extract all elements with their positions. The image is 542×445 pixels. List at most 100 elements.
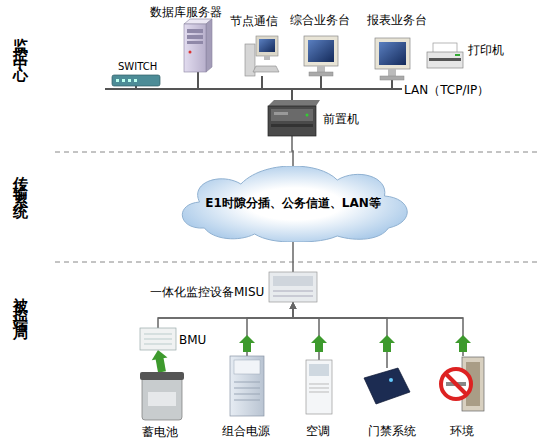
connector-path xyxy=(247,308,293,356)
connector-line xyxy=(290,302,464,356)
bmu-icon xyxy=(140,328,176,350)
bmu-icon-part xyxy=(144,334,172,335)
connector-path xyxy=(292,242,294,272)
front-end-computer-icon-part xyxy=(271,109,313,121)
printer-icon-part xyxy=(455,54,460,56)
node-label: 蓄电池 xyxy=(142,425,178,439)
node-label: 报表业务台 xyxy=(367,13,427,27)
connector-line xyxy=(292,80,392,102)
pc-icon xyxy=(245,36,279,76)
battery-icon xyxy=(140,372,184,420)
bmu-icon-part xyxy=(140,328,176,350)
switch-icon-part xyxy=(122,79,125,82)
switch-icon-part xyxy=(112,75,160,86)
connector-path xyxy=(159,358,162,372)
front-end-computer-icon-part xyxy=(274,112,288,115)
access-control-icon xyxy=(364,368,410,404)
monitor-icon-part xyxy=(375,38,410,69)
section-label: 传输系统 xyxy=(12,164,30,200)
connector-path xyxy=(293,308,319,360)
server-icon-part xyxy=(187,41,203,44)
bmu-icon-part xyxy=(144,344,172,345)
monitor-icon-part xyxy=(380,76,404,80)
air-conditioner-icon-part xyxy=(309,388,329,389)
pc-icon-part xyxy=(259,39,275,52)
section-divider xyxy=(55,152,540,153)
monitor-icon-part xyxy=(309,72,333,76)
connector-path xyxy=(262,76,292,102)
server-icon-part xyxy=(189,51,192,54)
cloud-outline xyxy=(182,166,407,242)
connector-line xyxy=(247,302,297,356)
access-node: 门禁系统 xyxy=(364,368,410,404)
power-cabinet-icon-part xyxy=(234,400,260,401)
switch-icon-part xyxy=(134,79,137,82)
environment-node: 环境 xyxy=(440,356,486,412)
connector-path xyxy=(293,308,387,368)
node-label: 综合业务台 xyxy=(290,13,350,27)
node-label: 环境 xyxy=(450,424,474,438)
monitor-icon-part xyxy=(317,66,325,72)
pc-icon-part xyxy=(256,36,278,56)
monitor-icon xyxy=(304,36,338,76)
arrow-head xyxy=(290,302,297,309)
connector-path xyxy=(292,80,392,102)
printer-icon-part xyxy=(427,52,463,68)
connector-line xyxy=(290,302,320,360)
power-cabinet-icon-part xyxy=(234,382,260,383)
air-conditioner-icon-part xyxy=(309,364,329,376)
misu-node: 一体化监控设备MISU xyxy=(269,272,317,302)
misu-icon-part xyxy=(273,291,313,292)
connector-line xyxy=(292,136,293,166)
bus-label: LAN（TCP/IP） xyxy=(404,83,489,97)
green-arrow-part xyxy=(455,335,471,352)
battery-node: 蓄电池 xyxy=(140,372,184,420)
power-node: 组合电源 xyxy=(230,356,264,416)
battery-icon-part xyxy=(142,377,182,420)
battery-icon-part xyxy=(140,372,184,380)
misu-icon xyxy=(269,272,317,302)
misu-icon-part xyxy=(273,296,313,297)
server-icon xyxy=(184,19,212,72)
bmu-icon-part xyxy=(144,339,172,340)
connector-line xyxy=(290,302,388,368)
power-cabinet-icon-part xyxy=(234,394,260,395)
misu-icon-part xyxy=(269,272,317,302)
connector-line xyxy=(293,242,294,272)
node-label: 门禁系统 xyxy=(368,424,416,438)
node-label: 节点通信 xyxy=(230,14,278,28)
power-cabinet-icon-part xyxy=(234,388,260,389)
transport-cloud: E1时隙分插、公务信道、LAN等 xyxy=(170,166,416,242)
arrow-head xyxy=(290,302,297,309)
power-cabinet-icon-part xyxy=(230,356,264,416)
battery-icon-part xyxy=(148,392,176,406)
monitor-icon xyxy=(375,38,410,80)
front-end-node: 前置机 xyxy=(268,102,316,136)
node-label: E1时隙分插、公务信道、LAN等 xyxy=(205,196,381,210)
node-label: 组合电源 xyxy=(222,424,270,438)
misu-icon-part xyxy=(273,276,313,286)
green-arrow xyxy=(239,335,471,352)
node-label: 打印机 xyxy=(468,43,504,57)
workstation-node: 报表业务台 xyxy=(370,36,414,80)
server-node: 数据库服务器 xyxy=(184,24,212,72)
node-label: BMU xyxy=(179,333,206,347)
section-divider xyxy=(55,262,540,263)
node-label: 前置机 xyxy=(323,112,359,126)
switch-icon xyxy=(112,75,160,86)
air-conditioner-icon-part xyxy=(309,384,329,385)
environment-icon-part xyxy=(445,373,467,395)
workstation-node: 综合业务台 xyxy=(300,36,342,76)
node-label: 空调 xyxy=(306,424,330,438)
front-end-computer-icon-part xyxy=(268,100,320,106)
connector-path xyxy=(292,136,293,166)
switch-icon-part xyxy=(128,79,131,82)
server-icon-part xyxy=(187,35,203,39)
arrow-head xyxy=(290,302,297,309)
green-arrow-part xyxy=(379,335,395,352)
access-control-icon-part xyxy=(389,378,393,382)
connector-line xyxy=(158,302,293,328)
pc-node: 节点通信 xyxy=(245,36,279,76)
